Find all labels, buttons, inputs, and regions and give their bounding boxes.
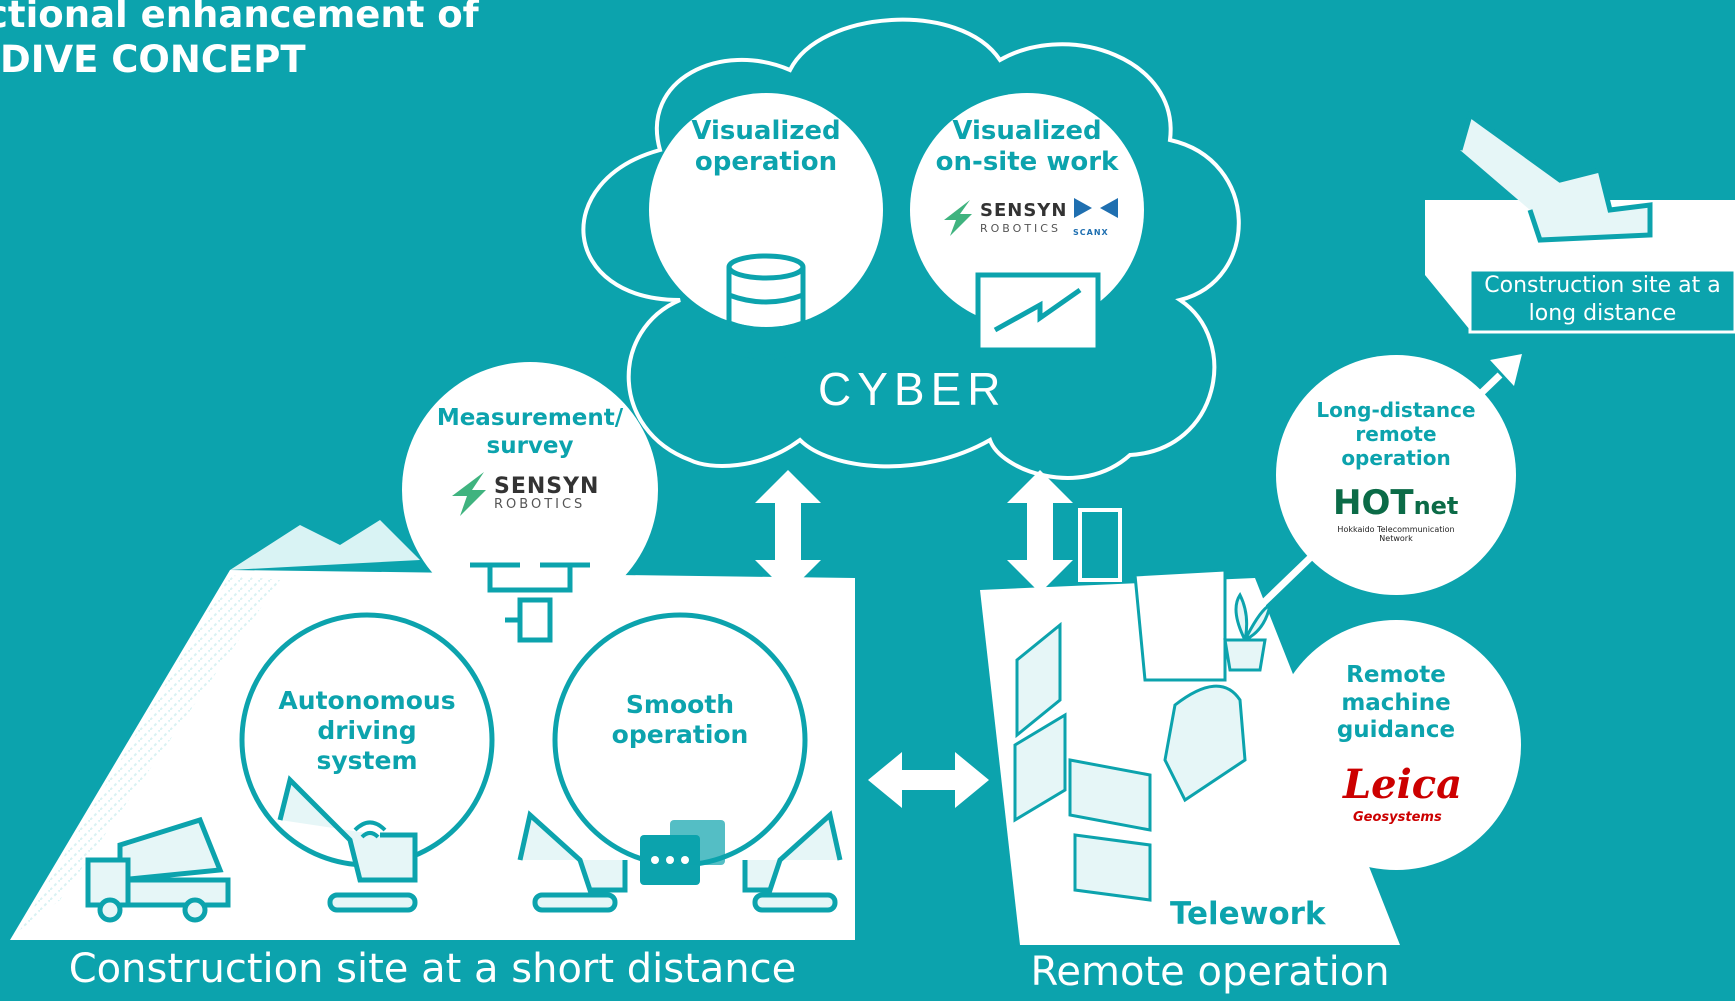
remote-guidance-label: Remote machine guidance bbox=[1306, 662, 1486, 745]
visualized-onsite-line-2: on-site work bbox=[935, 147, 1119, 178]
autonomous-line-3: system bbox=[316, 746, 418, 775]
remote-operation-label: Remote operation bbox=[1030, 949, 1390, 995]
page-title: ctional enhancement of DIVE CONCEPT bbox=[0, 0, 479, 82]
telework-label: Telework bbox=[1170, 896, 1326, 932]
drone-icon bbox=[470, 562, 590, 643]
smooth-label: Smooth operation bbox=[580, 690, 780, 750]
hotnet-logo: HOTnet bbox=[1333, 486, 1458, 523]
smooth-line-2: operation bbox=[611, 720, 749, 749]
cyber-label: CYBER bbox=[818, 363, 1007, 415]
chat-icon bbox=[640, 820, 725, 885]
visualized-operation-label: Visualized operation bbox=[666, 116, 866, 178]
dump-truck-icon bbox=[85, 816, 231, 923]
long-distance-line-1: Long-distance bbox=[1316, 398, 1476, 422]
title-line-2: DIVE CONCEPT bbox=[0, 38, 306, 81]
long-distance-site-label: Construction site at a long distance bbox=[1470, 272, 1735, 328]
visualized-onsite-line-1: Visualized bbox=[952, 116, 1102, 146]
hotnet-sub: Hokkaido Telecommunication Network bbox=[1337, 525, 1455, 543]
measurement-bubble bbox=[402, 362, 658, 618]
visualized-operation-bubble bbox=[649, 93, 883, 327]
sensyn-sub: ROBOTICS bbox=[980, 222, 1061, 235]
hotnet-word: HOT bbox=[1333, 483, 1414, 523]
plant-icon bbox=[1223, 592, 1273, 672]
remote-guidance-line-3: guidance bbox=[1336, 717, 1456, 744]
sensyn-word: SENSYN bbox=[980, 200, 1068, 221]
database-icon bbox=[726, 253, 806, 360]
long-distance-label: Long-distance remote operation bbox=[1306, 398, 1486, 470]
visualized-operation-line-2: operation bbox=[694, 147, 838, 178]
visualized-onsite-bubble bbox=[910, 93, 1144, 327]
excavator-icon bbox=[277, 775, 843, 913]
measurement-line-2: survey bbox=[486, 432, 574, 459]
autonomous-line-2: driving bbox=[317, 716, 417, 745]
title-line-1: ctional enhancement of bbox=[0, 0, 479, 36]
sensyn-logo-measurement: SENSYN ROBOTICS bbox=[448, 470, 599, 518]
remote-guidance-bubble bbox=[1271, 620, 1521, 870]
wifi-icon bbox=[353, 820, 387, 839]
sensyn-mark-icon bbox=[452, 472, 486, 516]
smooth-line-1: Smooth bbox=[625, 690, 735, 719]
measurement-line-1: Measurement/ bbox=[436, 405, 624, 431]
leica-logo: Leica bbox=[1343, 761, 1463, 808]
short-distance-label: Construction site at a short distance bbox=[68, 946, 797, 992]
long-distance-site-line-2: long distance bbox=[1528, 301, 1677, 326]
long-distance-line-2: remote bbox=[1355, 422, 1437, 446]
scanx-label: SCANX bbox=[1073, 228, 1109, 237]
monitor-icon bbox=[975, 272, 1101, 367]
arrow-cloud-to-remote bbox=[1007, 470, 1073, 593]
visualized-operation-line-1: Visualized bbox=[691, 116, 841, 146]
autonomous-line-1: Autonomous bbox=[278, 686, 456, 715]
long-distance-site-line-1: Construction site at a bbox=[1484, 273, 1721, 298]
hotnet-word2: net bbox=[1413, 492, 1459, 520]
sensyn-logo-cloud: SENSYN ROBOTICS bbox=[940, 198, 1067, 238]
measurement-label: Measurement/ survey bbox=[420, 405, 640, 460]
autonomous-label: Autonomous driving system bbox=[262, 686, 472, 776]
arrow-short-site-to-remote bbox=[868, 752, 989, 808]
remote-guidance-line-2: machine bbox=[1341, 689, 1451, 716]
sensyn-mark-icon bbox=[944, 200, 972, 236]
scanx-logo-icon bbox=[1074, 198, 1118, 218]
long-distance-bubble bbox=[1276, 355, 1516, 595]
visualized-onsite-label: Visualized on-site work bbox=[912, 116, 1142, 178]
long-distance-platform bbox=[1425, 110, 1735, 334]
arrow-cloud-to-short-site bbox=[755, 470, 821, 593]
long-distance-line-3: operation bbox=[1341, 446, 1451, 470]
remote-guidance-line-1: Remote bbox=[1346, 662, 1446, 688]
leica-sub: Geosystems bbox=[1353, 810, 1442, 825]
sensyn-word: SENSYN bbox=[494, 474, 600, 499]
remote-platform bbox=[980, 508, 1400, 1001]
sensyn-sub: ROBOTICS bbox=[494, 497, 586, 512]
